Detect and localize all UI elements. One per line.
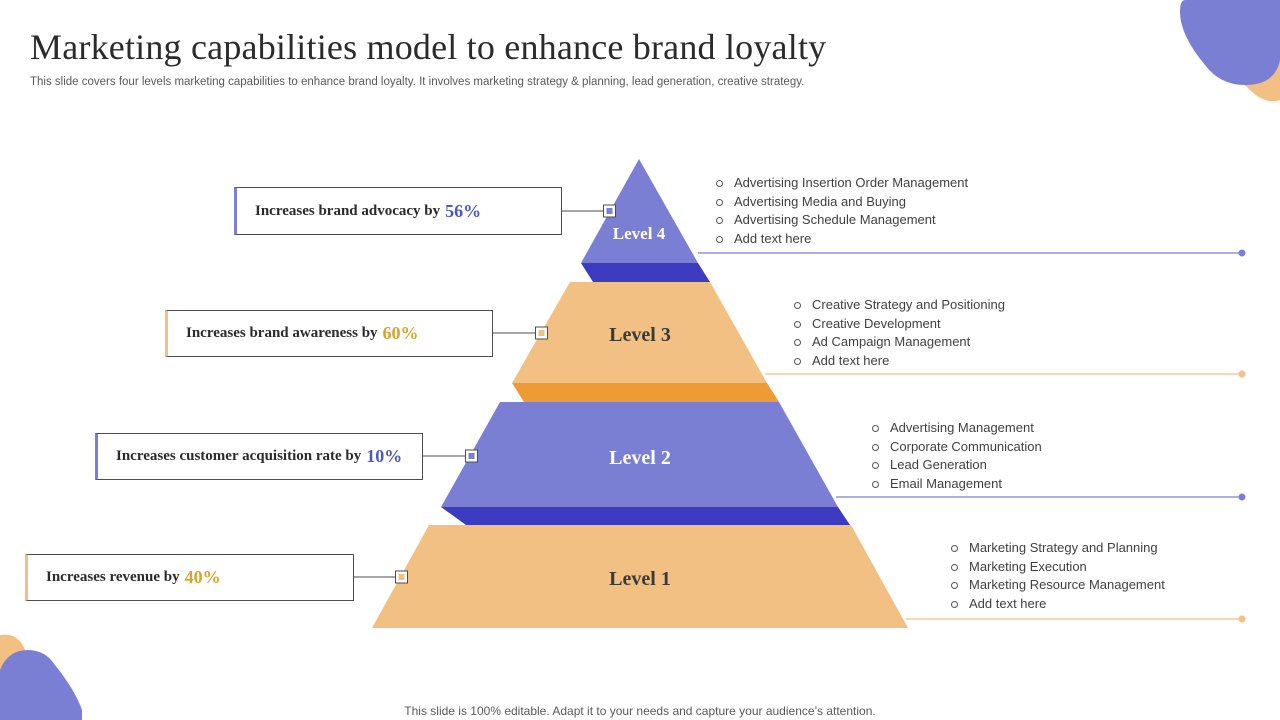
list-item: Advertising Management: [872, 419, 1042, 438]
level4-right-dot: [1238, 249, 1246, 257]
level1-callout-text: Increases revenue by: [46, 569, 180, 585]
list-item: Advertising Insertion Order Management: [716, 174, 968, 193]
list-item: Creative Development: [794, 315, 1005, 334]
level2-shadow: [441, 507, 850, 525]
list-item: Advertising Schedule Management: [716, 211, 968, 230]
list-item: Corporate Communication: [872, 438, 1042, 457]
level4-callout-value: 56%: [445, 200, 482, 221]
level3-right-dot: [1238, 370, 1246, 378]
level3-callout-text: Increases brand awareness by: [186, 325, 378, 341]
list-item: Add text here: [794, 352, 1005, 371]
list-item: Advertising Media and Buying: [716, 193, 968, 212]
corner-blob-bottom-left: [0, 634, 82, 720]
list-item: Add text here: [716, 230, 968, 249]
list-item: Lead Generation: [872, 456, 1042, 475]
level3-callout-value: 60%: [382, 323, 419, 343]
level4-callout: Increases brand advocacy by 56%: [234, 187, 562, 235]
list-item: Marketing Execution: [951, 558, 1165, 577]
level3-callout: Increases brand awareness by 60%: [165, 310, 493, 357]
level1-bullet-list: Marketing Strategy and Planning Marketin…: [951, 539, 1165, 613]
list-item: Add text here: [951, 595, 1165, 614]
level3-shadow: [512, 383, 779, 402]
level3-bullet-list: Creative Strategy and Positioning Creati…: [794, 296, 1005, 370]
level2-callout-value: 10%: [366, 446, 403, 466]
level2-label: Level 2: [609, 447, 671, 469]
level1-callout-value: 40%: [184, 567, 221, 587]
level1-callout: Increases revenue by 40%: [25, 554, 354, 601]
list-item: Marketing Resource Management: [951, 576, 1165, 595]
level2-bullet-list: Advertising Management Corporate Communi…: [872, 419, 1042, 493]
list-item: Ad Campaign Management: [794, 333, 1005, 352]
page-title: Marketing capabilities model to enhance …: [30, 27, 827, 67]
level1-label: Level 1: [609, 568, 671, 590]
level4-bullet-list: Advertising Insertion Order Management A…: [716, 174, 968, 248]
level3-label: Level 3: [609, 324, 671, 346]
level4-label: Level 4: [613, 224, 666, 243]
level4-shadow: [581, 263, 710, 282]
level1-right-dot: [1238, 615, 1246, 623]
list-item: Marketing Strategy and Planning: [951, 539, 1165, 558]
corner-blob-top-right: [1180, 0, 1280, 102]
level2-shape: [441, 402, 838, 507]
level3-shape: [512, 282, 767, 383]
level4-callout-text: Increases brand advocacy by: [255, 202, 441, 219]
level2-callout: Increases customer acquisition rate by 1…: [95, 433, 423, 480]
level2-callout-text: Increases customer acquisition rate by: [116, 448, 362, 464]
list-item: Email Management: [872, 475, 1042, 494]
list-item: Creative Strategy and Positioning: [794, 296, 1005, 315]
level2-right-dot: [1238, 493, 1246, 501]
level1-shape: [372, 525, 908, 628]
footer-note: This slide is 100% editable. Adapt it to…: [404, 704, 876, 718]
level4-shape: [581, 159, 698, 263]
page-subtitle: This slide covers four levels marketing …: [30, 76, 805, 88]
